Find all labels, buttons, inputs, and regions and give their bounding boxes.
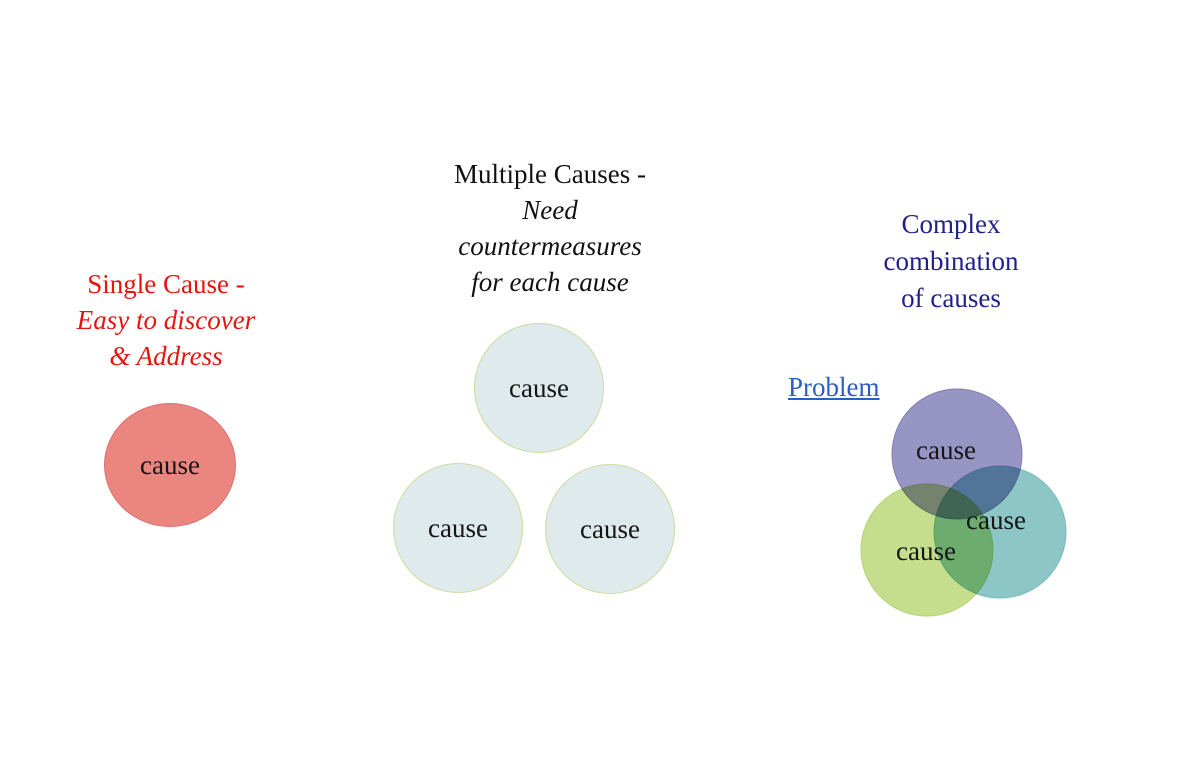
complex-combination-title-line1: Complex xyxy=(901,209,1001,239)
venn-circle-green-label: cause xyxy=(896,536,956,566)
multiple-causes-title-line2: Need xyxy=(522,195,578,225)
multiple-causes-circle-right-label: cause xyxy=(580,513,640,544)
complex-combination-title-line2: combination xyxy=(883,246,1019,276)
multiple-causes-circle-left: cause xyxy=(393,463,523,593)
complex-venn-diagram: cause cause cause xyxy=(860,388,1067,617)
single-cause-title-line2: Easy to discover xyxy=(76,305,256,335)
multiple-causes-circle-top-label: cause xyxy=(509,372,569,403)
venn-circle-purple-label: cause xyxy=(916,435,976,465)
single-cause-title-line3: & Address xyxy=(109,341,223,371)
single-cause-title: Single Cause - Easy to discover & Addres… xyxy=(26,266,306,374)
venn-circle-green xyxy=(860,483,994,617)
single-cause-title-line1: Single Cause - xyxy=(87,269,245,299)
multiple-causes-title-line1: Multiple Causes - xyxy=(454,159,646,189)
multiple-causes-title-line3: countermeasures xyxy=(458,231,642,261)
single-cause-circle-label: cause xyxy=(140,449,200,480)
complex-combination-title-line3: of causes xyxy=(901,283,1001,313)
multiple-causes-circle-left-label: cause xyxy=(428,512,488,543)
multiple-causes-title: Multiple Causes - Need countermeasures f… xyxy=(370,156,730,300)
single-cause-circle: cause xyxy=(104,403,236,527)
multiple-causes-circle-right: cause xyxy=(545,464,675,594)
multiple-causes-title-line4: for each cause xyxy=(471,267,629,297)
multiple-causes-circle-top: cause xyxy=(474,323,604,453)
complex-combination-title: Complex combination of causes xyxy=(811,206,1091,317)
problem-link[interactable]: Problem xyxy=(788,372,880,402)
venn-circle-teal-label: cause xyxy=(966,505,1026,535)
